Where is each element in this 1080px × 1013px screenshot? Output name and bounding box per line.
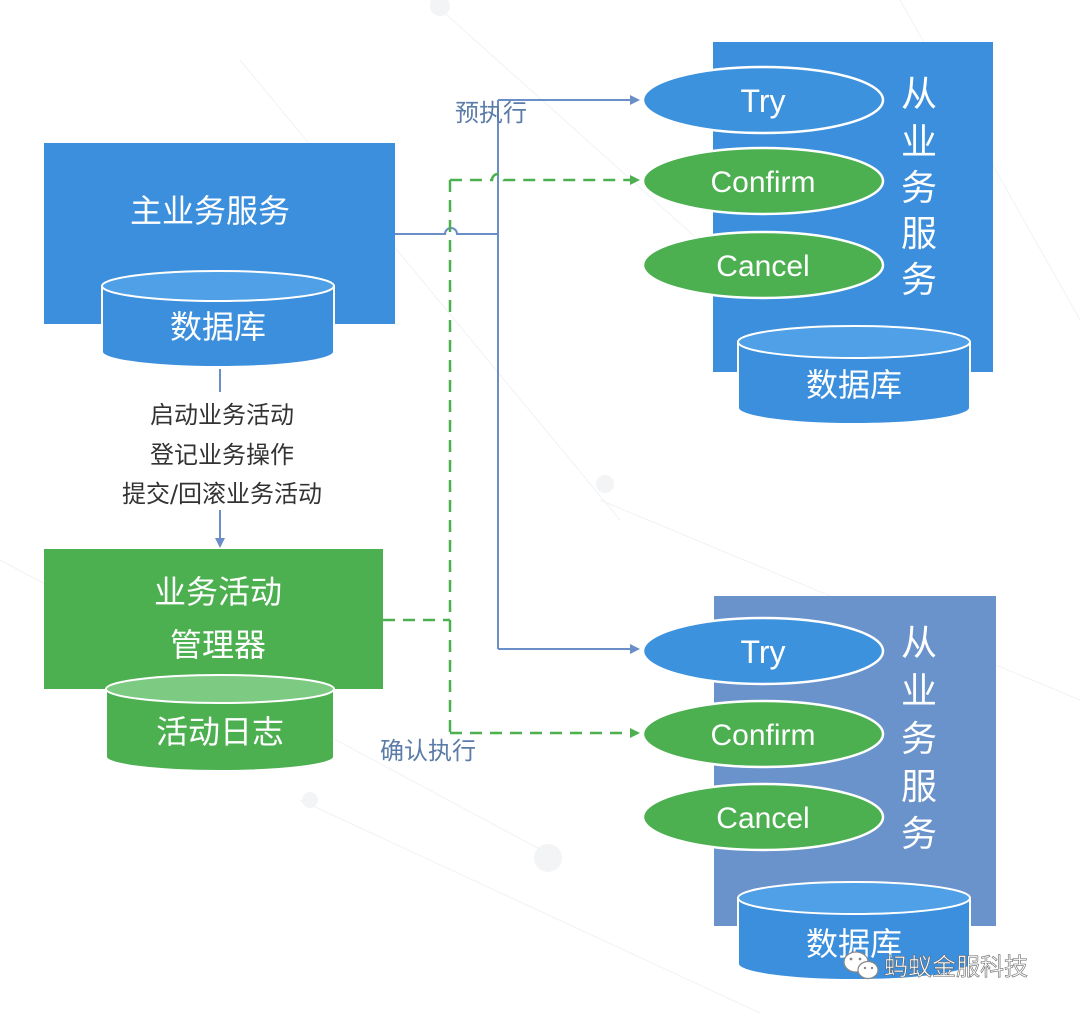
svg-text:从: 从: [901, 623, 937, 664]
slave-service-1-confirm: Confirm: [641, 146, 885, 216]
svg-text:数据库: 数据库: [806, 366, 902, 404]
wechat-icon: [843, 951, 879, 980]
svg-text:Confirm: Confirm: [710, 166, 815, 199]
process-step-commit: 提交/回滚业务活动: [122, 480, 322, 508]
confirm-execute-lines: [383, 172, 640, 738]
process-step-start: 启动业务活动: [150, 401, 294, 429]
watermark: 蚂蚁金服科技: [843, 951, 1028, 981]
svg-text:服: 服: [901, 767, 937, 808]
svg-text:务: 务: [901, 168, 937, 209]
svg-text:Confirm: Confirm: [710, 719, 815, 752]
slave-service-2-confirm: Confirm: [641, 699, 885, 769]
svg-text:Try: Try: [740, 83, 785, 119]
slave-service-1: 从 业 务 服 务 Try Confirm Cancel 数据库: [641, 42, 993, 425]
main-service-title: 主业务服务: [130, 192, 290, 230]
slave-service-2: 从 业 务 服 务 Try Confirm Cancel 数据库: [641, 596, 996, 981]
svg-text:服: 服: [901, 214, 937, 255]
slave-service-2-title: 从 业 务 服 务: [901, 623, 937, 855]
svg-text:Cancel: Cancel: [716, 250, 809, 283]
activity-manager: 业务活动 管理器 活动日志: [44, 549, 383, 772]
process-steps: 启动业务活动 登记业务操作 提交/回滚业务活动: [122, 401, 322, 508]
main-service-database: 数据库: [101, 270, 335, 368]
svg-text:从: 从: [901, 74, 937, 115]
activity-log-label: 活动日志: [156, 713, 284, 751]
svg-text:务: 务: [901, 814, 937, 855]
slave-service-1-title: 从 业 务 服 务: [901, 74, 937, 301]
slave-service-2-database: 数据库: [737, 881, 971, 981]
slave-service-1-database: 数据库: [737, 325, 971, 425]
slave-service-2-cancel: Cancel: [641, 782, 885, 852]
activity-manager-box: [44, 549, 383, 689]
activity-log-database: 活动日志: [105, 674, 335, 772]
main-service-database-label: 数据库: [170, 308, 266, 346]
pre-execute-lines: [395, 95, 640, 654]
svg-text:Try: Try: [740, 634, 785, 670]
process-step-register: 登记业务操作: [150, 441, 294, 469]
confirm-execute-label: 确认执行: [380, 737, 476, 765]
slave-service-2-try: Try: [641, 616, 885, 686]
svg-text:业: 业: [901, 122, 937, 163]
svg-text:务: 务: [901, 719, 937, 760]
slave-service-1-try: Try: [641, 65, 885, 135]
activity-manager-title-2: 管理器: [170, 626, 266, 664]
watermark-text: 蚂蚁金服科技: [884, 953, 1028, 981]
svg-text:务: 务: [901, 260, 937, 301]
pre-execute-label: 预执行: [455, 99, 527, 127]
activity-manager-title-1: 业务活动: [154, 573, 282, 611]
main-service: 主业务服务 数据库: [44, 143, 395, 368]
svg-text:业: 业: [901, 671, 937, 712]
slave-service-1-cancel: Cancel: [641, 230, 885, 300]
svg-text:Cancel: Cancel: [716, 802, 809, 835]
